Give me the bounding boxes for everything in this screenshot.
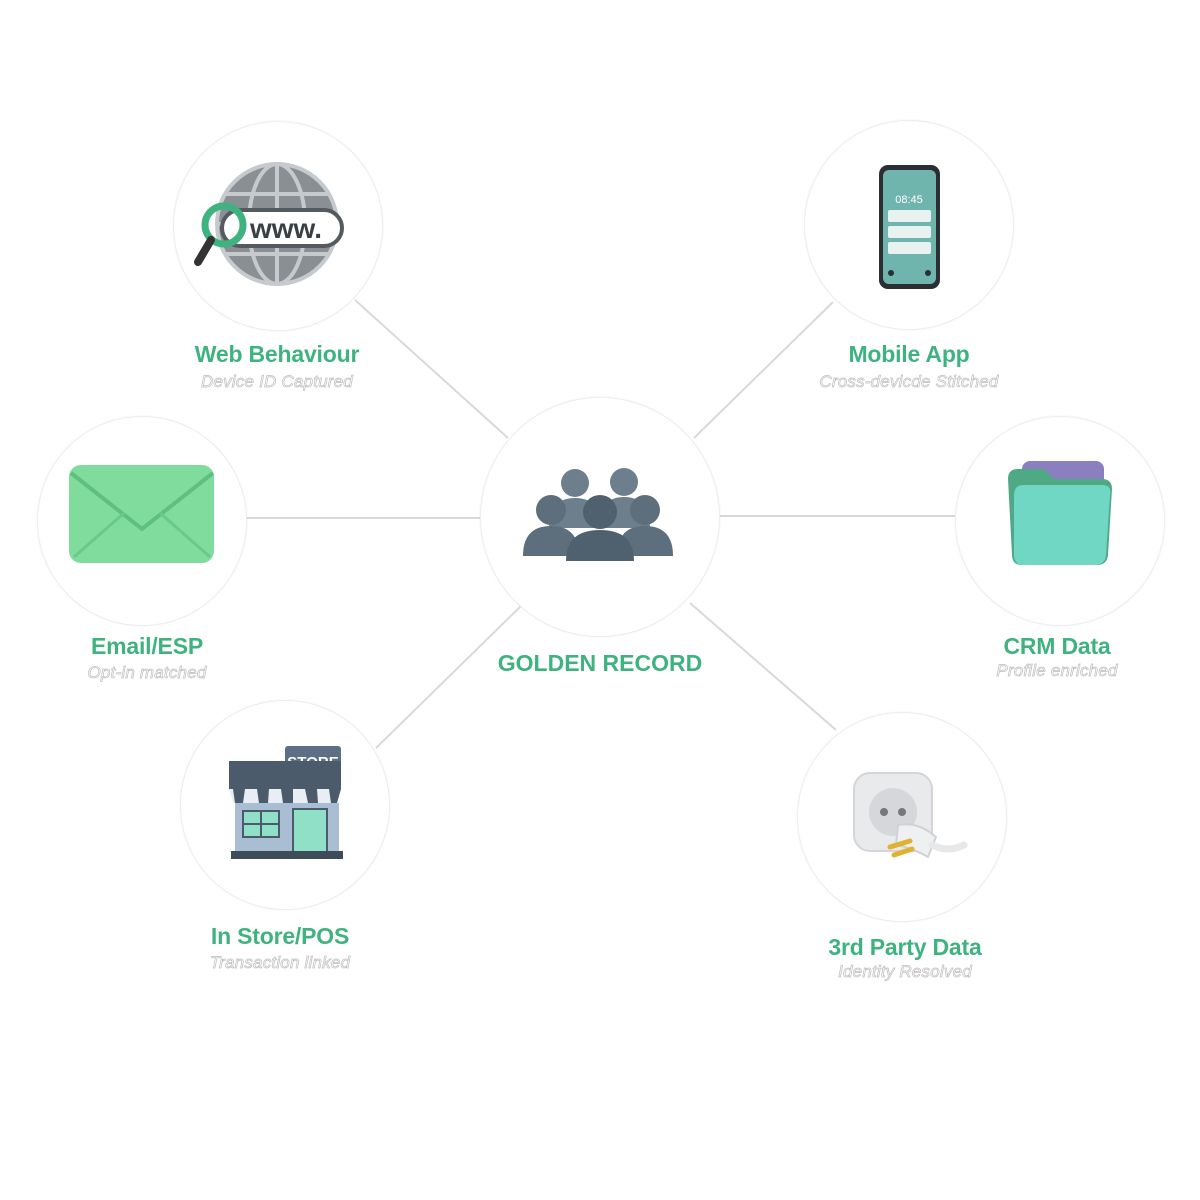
connector-thirdparty — [689, 602, 837, 731]
connector-mobile — [693, 301, 834, 439]
svg-text:www.: www. — [249, 213, 322, 244]
mobile-app-title: Mobile App — [848, 341, 970, 367]
email-esp-subtitle: Opt-in matched — [87, 663, 207, 683]
store-icon: STORE — [229, 746, 343, 859]
email-esp-title: Email/ESP — [91, 633, 203, 659]
people-group-icon — [523, 468, 673, 561]
smartphone-icon: 08:45 — [879, 165, 940, 289]
folder-icon — [1008, 461, 1112, 565]
in-store-pos-subtitle: Transaction linked — [209, 953, 351, 973]
crm-data-title: CRM Data — [1003, 633, 1111, 659]
third-party-data-subtitle: Identity Resolved — [838, 962, 972, 982]
svg-text:08:45: 08:45 — [895, 194, 923, 206]
third-party-data-title: 3rd Party Data — [828, 934, 982, 960]
golden-record-title: GOLDEN RECORD — [497, 650, 703, 676]
power-plug-icon — [853, 772, 968, 859]
web-behaviour-node: www. — [173, 121, 383, 331]
mobile-app-subtitle: Cross-devicde Stitched — [819, 372, 999, 392]
envelope-icon — [69, 465, 215, 563]
crm-data-subtitle: Profile enriched — [996, 661, 1118, 681]
web-behaviour-title: Web Behaviour — [194, 341, 360, 367]
in-store-pos-title: In Store/POS — [210, 923, 350, 949]
connector-web — [354, 299, 509, 439]
www-globe-icon: www. — [194, 162, 344, 286]
connector-store — [375, 605, 522, 749]
mobile-app-node: 08:45 — [804, 120, 1014, 330]
web-behaviour-subtitle: Device ID Captured — [201, 372, 353, 392]
third-party-data-node — [797, 712, 1007, 922]
golden-record-node — [480, 397, 720, 637]
in-store-pos-node: STORE — [180, 700, 390, 910]
email-esp-node — [37, 416, 247, 626]
crm-data-node — [955, 416, 1165, 626]
